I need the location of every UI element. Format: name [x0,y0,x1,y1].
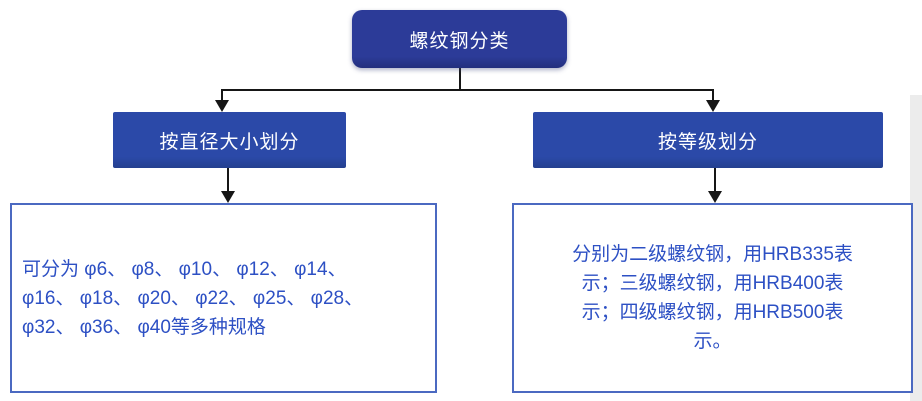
node-branch-by-grade-label: 按等级划分 [657,131,758,153]
node-branch-by-diameter: 按直径大小划分 [113,112,346,168]
node-root-label: 螺纹钢分类 [409,30,510,52]
node-branch-by-grade: 按等级划分 [533,112,883,168]
arrowhead-leaf-left [221,191,235,203]
leaf-diameter-specs: 可分为 φ6、 φ8、 φ10、 φ12、 φ14、 φ16、 φ18、 φ20… [10,203,437,393]
arrowhead-branch-right [706,100,720,112]
leaf-grade-specs: 分别为二级螺纹钢，用HRB335表 示；三级螺纹钢，用HRB400表 示；四级螺… [512,203,913,393]
leaf-grade-specs-text: 分别为二级螺纹钢，用HRB335表 示；三级螺纹钢，用HRB400表 示；四级螺… [572,244,853,352]
node-branch-by-diameter-label: 按直径大小划分 [159,131,300,153]
leaf-diameter-specs-text: 可分为 φ6、 φ8、 φ10、 φ12、 φ14、 φ16、 φ18、 φ20… [22,258,364,338]
arrowhead-leaf-right [708,191,722,203]
right-edge-strip [910,95,922,401]
arrowhead-branch-left [215,100,229,112]
node-root: 螺纹钢分类 [352,10,567,68]
